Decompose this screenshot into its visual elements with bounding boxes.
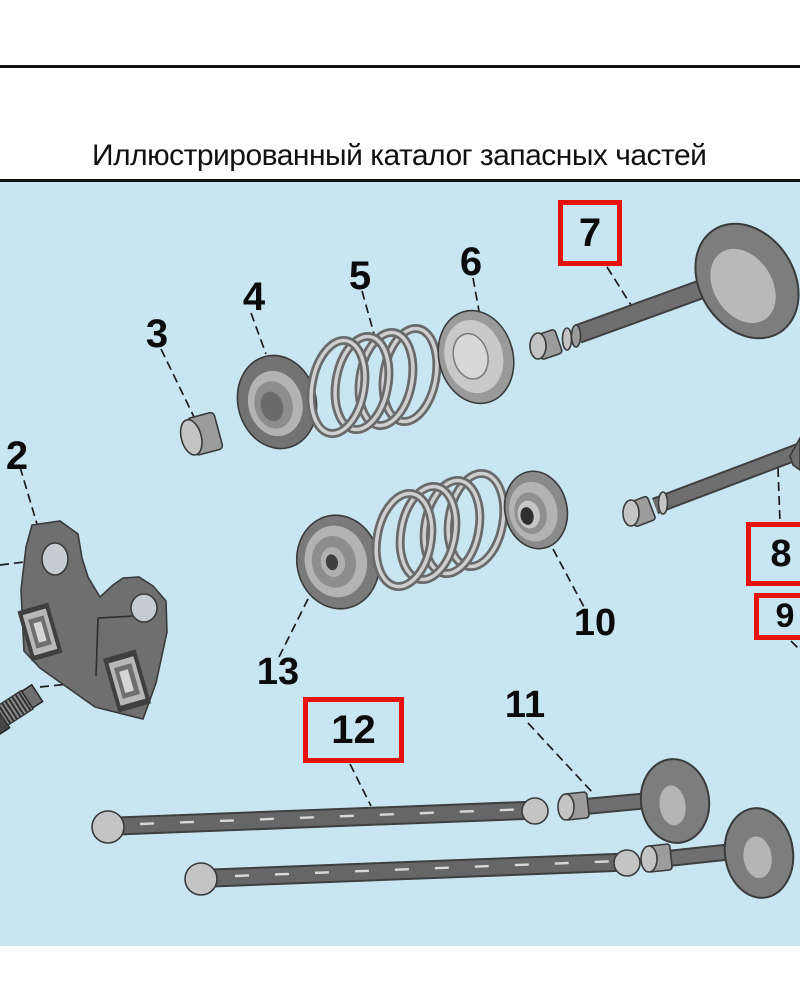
highlight-box-9: 9 — [754, 593, 800, 640]
part-label-8: 8 — [770, 532, 792, 575]
part-label-7: 7 — [578, 210, 602, 255]
valve-spring-upper — [306, 323, 442, 439]
pushrod-lower — [184, 849, 641, 896]
part-label-12: 12 — [331, 707, 376, 752]
bracket-part — [17, 520, 168, 720]
part-label-11: 11 — [504, 684, 546, 726]
title-rule — [0, 179, 800, 182]
leader-lines — [0, 266, 800, 807]
pushrod-upper — [91, 797, 549, 844]
part-label-5: 5 — [348, 254, 372, 298]
bolt-part — [0, 683, 44, 738]
valve-part-bottom-right — [640, 807, 795, 899]
stem-seal-part — [437, 309, 515, 405]
part-label-2: 2 — [5, 434, 29, 478]
part-label-6: 6 — [459, 240, 483, 284]
highlight-box-12: 12 — [303, 697, 404, 763]
top-rule — [0, 65, 800, 68]
spring-retainer-13 — [295, 514, 381, 610]
valve-spring-lower — [371, 468, 509, 592]
valve-part-8 — [622, 436, 800, 528]
valve-part-11 — [557, 758, 711, 844]
part-label-13: 13 — [256, 651, 300, 693]
parts-diagram: 2 3 4 5 6 10 11 13 7 8 9 12 — [0, 182, 800, 946]
page-title: Иллюстрированный каталог запасных частей — [92, 139, 707, 172]
highlight-box-8: 8 — [746, 522, 800, 586]
spring-seat-part — [236, 354, 318, 450]
part-label-9: 9 — [775, 597, 795, 635]
valve-part-7 — [529, 222, 800, 360]
tappet-part — [179, 411, 224, 456]
highlight-box-7: 7 — [558, 200, 622, 266]
seal-part-10 — [503, 470, 569, 550]
part-label-3: 3 — [145, 312, 169, 356]
part-label-10: 10 — [573, 602, 617, 644]
part-label-4: 4 — [242, 275, 266, 319]
exploded-view-drawing — [0, 222, 800, 899]
